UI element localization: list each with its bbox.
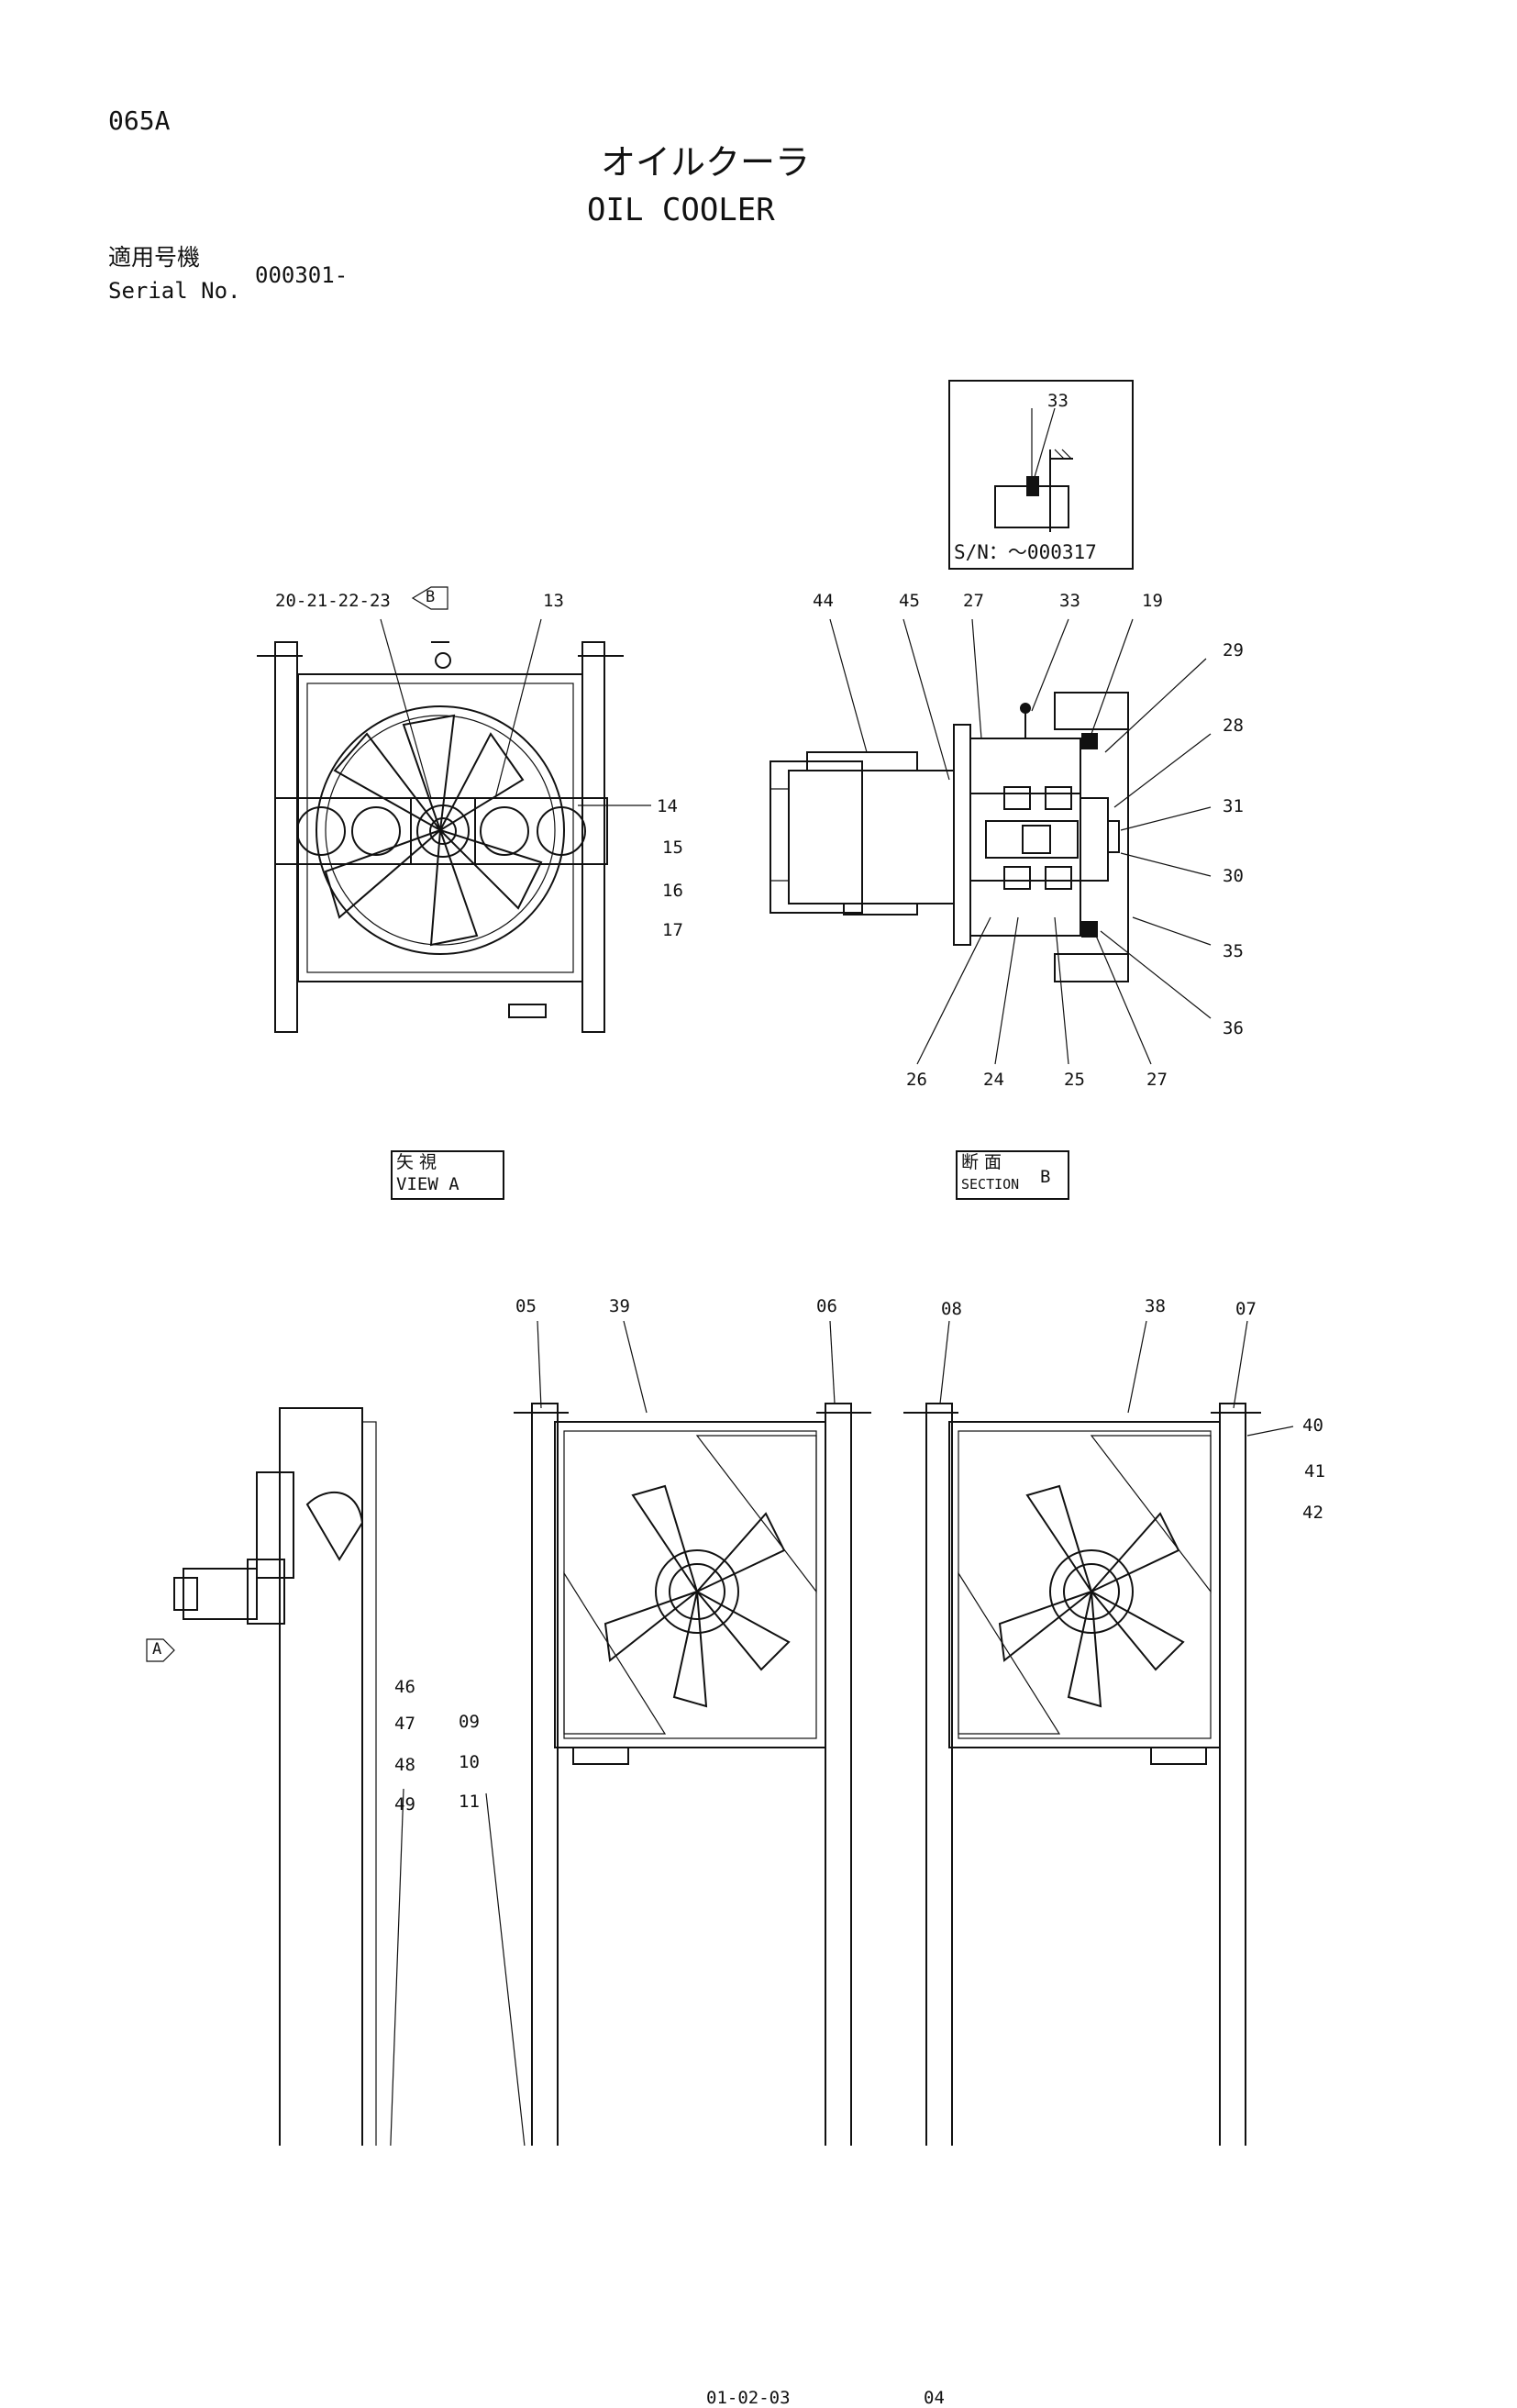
- callout-17: 17: [662, 920, 683, 940]
- callout-33: 33: [1059, 591, 1080, 611]
- view-a-line2: VIEW A: [396, 1174, 460, 1194]
- callout-30: 30: [1223, 866, 1244, 886]
- callout-27-bottom: 27: [1146, 1070, 1168, 1090]
- section-b-line2: SECTION: [961, 1176, 1020, 1193]
- callout-27-top: 27: [963, 591, 984, 611]
- callout-26: 26: [906, 1070, 927, 1090]
- view-b-marker: B: [426, 588, 436, 606]
- callout-47: 47: [394, 1714, 415, 1734]
- section-b-label: 断 面 SECTION B: [956, 1150, 1069, 1200]
- page-code: 065A: [108, 105, 171, 136]
- callout-09: 09: [459, 1712, 480, 1732]
- callout-46: 46: [394, 1677, 415, 1697]
- callout-24: 24: [983, 1070, 1004, 1090]
- callout-19: 19: [1142, 591, 1163, 611]
- callout-42: 42: [1302, 1503, 1323, 1523]
- callout-14: 14: [657, 796, 678, 816]
- callout-38: 38: [1145, 1296, 1166, 1316]
- section-b-drawing: [770, 692, 1129, 982]
- callout-31: 31: [1223, 796, 1244, 816]
- callout-01-03: 01-02-03: [706, 2388, 791, 2408]
- callout-28: 28: [1223, 716, 1244, 736]
- oil-cooler-parts-drawing: [146, 380, 1294, 2146]
- view-a-label: 矢 視 VIEW A: [391, 1150, 504, 1200]
- callout-44: 44: [813, 591, 834, 611]
- view-a-drawing: [257, 641, 624, 1033]
- callout-13: 13: [543, 591, 564, 611]
- section-b-line1: 断 面: [961, 1152, 1002, 1172]
- callout-41: 41: [1304, 1461, 1325, 1481]
- serial-label-en: Serial No.: [108, 278, 241, 304]
- inset-detail: [948, 380, 1134, 570]
- callout-48: 48: [394, 1755, 415, 1775]
- callout-16: 16: [662, 881, 683, 901]
- serial-value: 000301-: [255, 262, 349, 288]
- callout-05: 05: [515, 1296, 537, 1316]
- section-b-letter: B: [1040, 1167, 1051, 1187]
- inset-callout-33: 33: [1047, 391, 1069, 411]
- callout-20-23: 20-21-22-23: [275, 591, 391, 611]
- view-a-marker: A: [152, 1640, 162, 1659]
- callout-36: 36: [1223, 1018, 1244, 1038]
- callout-11: 11: [459, 1792, 480, 1812]
- callout-40: 40: [1302, 1415, 1323, 1436]
- right-cooler-drawing: [903, 1403, 1261, 2146]
- view-a-line1: 矢 視: [396, 1152, 437, 1172]
- callout-35: 35: [1223, 941, 1244, 961]
- callout-04: 04: [924, 2388, 945, 2408]
- serial-label-jp: 適用号機: [108, 244, 201, 271]
- callout-06: 06: [816, 1296, 837, 1316]
- title-en: OIL COOLER: [587, 192, 775, 228]
- callout-29: 29: [1223, 640, 1244, 660]
- leader-lines: [380, 407, 1294, 2146]
- callout-45: 45: [899, 591, 920, 611]
- inset-serial-note: S/N：～000317: [954, 541, 1097, 563]
- callout-08: 08: [941, 1299, 962, 1319]
- side-view-drawing: [173, 1407, 377, 2146]
- callout-39: 39: [609, 1296, 630, 1316]
- left-cooler-drawing: [514, 1403, 871, 2146]
- callout-15: 15: [662, 838, 683, 858]
- callout-25: 25: [1064, 1070, 1085, 1090]
- view-markers: [146, 586, 448, 1662]
- callout-49: 49: [394, 1794, 415, 1814]
- callout-07: 07: [1235, 1299, 1257, 1319]
- callout-10: 10: [459, 1752, 480, 1772]
- title-jp: オイルクーラ: [601, 142, 811, 183]
